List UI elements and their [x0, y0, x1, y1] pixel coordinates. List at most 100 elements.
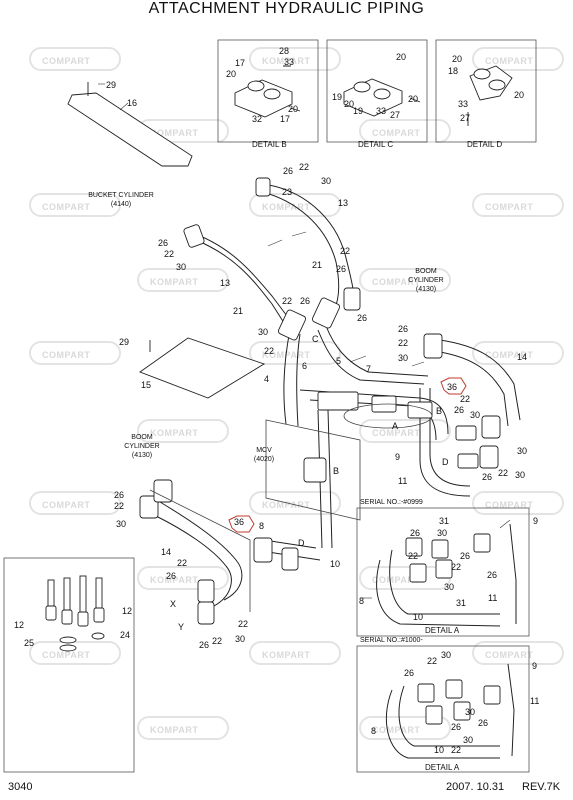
watermark-text: COMPART — [485, 56, 534, 66]
callout-20: 20 — [514, 90, 525, 100]
callout-26: 26 — [487, 570, 498, 580]
plate-15 — [139, 337, 266, 399]
watermark-text: KOMPART — [150, 725, 199, 735]
callout-26: 26 — [357, 313, 368, 323]
callout-26: 26 — [451, 722, 462, 732]
watermark-text: COMPART — [372, 428, 421, 438]
caption-detail-d: DETAIL D — [467, 140, 503, 149]
callout-26: 26 — [199, 640, 210, 650]
callout-26: 26 — [404, 668, 415, 678]
callout-9: 9 — [533, 516, 539, 526]
caption-detail-a-upper: DETAIL A — [425, 626, 460, 635]
watermark-text: KOMPART — [262, 500, 311, 510]
callout-13: 13 — [220, 278, 231, 288]
callout-22: 22 — [114, 501, 125, 511]
caption-boom-cylinder-right-no: (4130) — [415, 286, 437, 293]
callout-10: 10 — [330, 559, 341, 569]
callout-22: 22 — [398, 338, 409, 348]
callout-22: 22 — [408, 551, 419, 561]
watermark-text: COMPART — [372, 725, 421, 735]
leader-lines — [98, 83, 511, 599]
callout-b: B — [333, 466, 340, 476]
mcv-outline — [149, 403, 433, 612]
callout-c: C — [312, 334, 319, 344]
callout-30: 30 — [176, 262, 187, 272]
callout-30: 30 — [470, 410, 481, 420]
caption-serial-2: SERIAL NO.:#1000- — [360, 637, 423, 644]
fittings — [139, 177, 501, 725]
callout-4: 4 — [264, 374, 270, 384]
caption-detail-c: DETAIL C — [358, 140, 394, 149]
callout-22: 22 — [340, 246, 351, 256]
callout-14: 14 — [517, 352, 528, 362]
inset-fittings — [45, 575, 105, 652]
caption-boom-cylinder-left-2: CYLINDER — [124, 443, 160, 450]
callout-16: 16 — [127, 98, 138, 108]
caption-boom-cylinder-right: BOOM — [415, 268, 437, 275]
callout-26: 26 — [158, 238, 169, 248]
callout-7: 7 — [366, 364, 372, 374]
callout-26: 26 — [454, 405, 465, 415]
caption-detail-a-lower: DETAIL A — [425, 763, 460, 772]
watermark-text: KOMPART — [150, 277, 199, 287]
callout-22: 22 — [451, 745, 462, 755]
revision-date: 2007. 10.31 — [446, 781, 505, 793]
watermark-text: COMPART — [42, 202, 91, 212]
callout-22: 22 — [238, 619, 249, 629]
watermark-text: COMPART — [372, 128, 421, 138]
detail-c-frame — [326, 39, 428, 143]
callout-29: 29 — [106, 80, 117, 90]
callout-20: 20 — [344, 99, 355, 109]
callout-10: 10 — [434, 745, 445, 755]
callout-30: 30 — [444, 582, 455, 592]
watermark-text: COMPART — [485, 350, 534, 360]
detail-a-upper-frame — [356, 507, 530, 637]
callout-28: 28 — [279, 46, 290, 56]
callout-30: 30 — [235, 634, 246, 644]
callout-d: D — [298, 538, 305, 548]
callout-24: 24 — [120, 630, 131, 640]
callout-30: 30 — [398, 353, 409, 363]
callout-30: 30 — [437, 528, 448, 538]
watermark-text: KOMPART — [262, 56, 311, 66]
callout-17: 17 — [280, 114, 291, 124]
callout-13: 13 — [338, 198, 349, 208]
callout-22: 22 — [282, 296, 293, 306]
watermark-text: COMPART — [372, 277, 421, 287]
callout-26: 26 — [336, 264, 347, 274]
callout-11: 11 — [398, 476, 408, 486]
callout-20: 20 — [396, 52, 407, 62]
callout-hexagons — [228, 377, 467, 533]
watermark-text: KOMPART — [150, 428, 199, 438]
watermark-text: COMPART — [485, 202, 534, 212]
callout-27: 27 — [390, 110, 401, 120]
detail-b-frame — [217, 39, 319, 143]
callout-10: 10 — [413, 612, 424, 622]
plates — [67, 82, 266, 399]
callout-22: 22 — [427, 656, 438, 666]
watermark-text: KOMPART — [150, 575, 199, 585]
callout-27: 27 — [460, 113, 471, 123]
callout-22: 22 — [212, 636, 223, 646]
callout-22: 22 — [498, 468, 509, 478]
callout-6: 6 — [302, 361, 308, 371]
callout-33: 33 — [376, 106, 387, 116]
callout-36: 36 — [447, 382, 458, 392]
callout-19: 19 — [332, 92, 343, 102]
callout-26: 26 — [482, 472, 493, 482]
caption-mcv-no: (4020) — [253, 456, 275, 463]
callout-30: 30 — [515, 470, 526, 480]
detail-a-lower-frame — [356, 645, 530, 773]
watermark-text: KOMPART — [262, 202, 311, 212]
callout-31: 31 — [439, 516, 450, 526]
callout-21: 21 — [312, 260, 323, 270]
callout-26: 26 — [166, 571, 177, 581]
callout-b: B — [436, 406, 443, 416]
watermark-text: COMPART — [42, 350, 91, 360]
watermark-text: COMPART — [372, 575, 421, 585]
callout-20: 20 — [226, 69, 237, 79]
callout-11: 11 — [530, 696, 540, 706]
callout-33: 33 — [284, 57, 295, 67]
